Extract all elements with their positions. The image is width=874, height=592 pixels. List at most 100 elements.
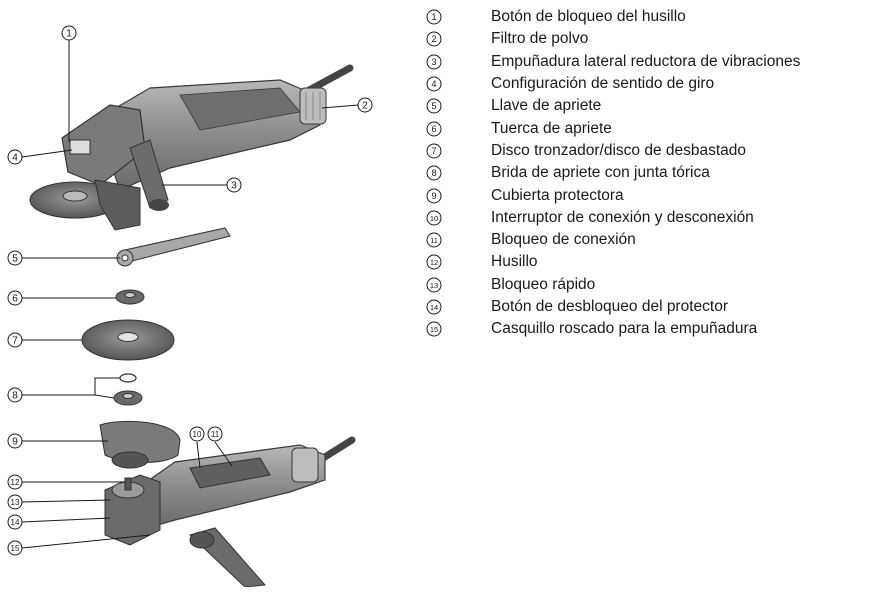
legend-item-15: 15 Casquillo roscado para la empuñadura	[425, 318, 870, 340]
legend-label: Disco tronzador/disco de desbastado	[491, 141, 747, 159]
legend-number-badge: 5	[425, 97, 443, 115]
callout-1: 1	[61, 25, 77, 41]
svg-text:15: 15	[11, 544, 20, 553]
svg-text:3: 3	[431, 57, 436, 67]
legend-number-badge: 15	[425, 320, 443, 338]
legend-item-13: 13 Bloqueo rápido	[425, 274, 870, 296]
svg-text:5: 5	[431, 102, 436, 112]
legend-item-1: 1 Botón de bloqueo del husillo	[425, 6, 870, 28]
spanner-part	[116, 227, 231, 267]
svg-text:2: 2	[431, 35, 436, 45]
svg-text:12: 12	[430, 259, 438, 268]
callout-10: 10	[189, 426, 205, 442]
svg-text:9: 9	[431, 191, 436, 201]
legend-number-badge: 13	[425, 276, 443, 294]
legend-label: Interruptor de conexión y desconexión	[491, 208, 754, 226]
callout-5: 5	[7, 250, 23, 266]
callout-15: 15	[7, 540, 23, 556]
legend-number-badge: 7	[425, 142, 443, 160]
svg-text:5: 5	[12, 254, 18, 265]
legend-number-badge: 2	[425, 30, 443, 48]
svg-text:9: 9	[12, 437, 18, 448]
legend-label: Casquillo roscado para la empuñadura	[491, 320, 758, 338]
grinding-disc-part	[81, 319, 175, 361]
legend-item-2: 2 Filtro de polvo	[425, 28, 870, 50]
leader-lines	[21, 40, 359, 549]
legend-item-10: 10 Interruptor de conexión y desconexión	[425, 207, 870, 229]
svg-text:13: 13	[430, 281, 438, 290]
protective-guard-part	[99, 420, 181, 469]
svg-text:10: 10	[430, 214, 438, 223]
legend-label: Bloqueo de conexión	[491, 231, 636, 249]
legend-item-3: 3 Empuñadura lateral reductora de vibrac…	[425, 51, 870, 73]
svg-text:4: 4	[12, 153, 18, 164]
legend-label: Empuñadura lateral reductora de vibracio…	[491, 52, 801, 70]
legend-item-14: 14 Botón de desbloqueo del protector	[425, 296, 870, 318]
svg-text:3: 3	[231, 181, 237, 192]
svg-text:8: 8	[12, 391, 18, 402]
angle-grinder-bottom	[104, 436, 356, 588]
legend-item-9: 9 Cubierta protectora	[425, 184, 870, 206]
legend-number-badge: 4	[425, 75, 443, 93]
angle-grinder-top	[29, 64, 354, 231]
legend-number-badge: 1	[425, 8, 443, 26]
legend-number-badge: 6	[425, 120, 443, 138]
legend-number-badge: 11	[425, 231, 443, 249]
clamping-nut-part	[115, 289, 145, 305]
callout-3: 3	[226, 177, 242, 193]
svg-text:8: 8	[431, 168, 436, 178]
svg-text:7: 7	[12, 336, 18, 347]
svg-text:15: 15	[430, 325, 438, 334]
legend-label: Filtro de polvo	[491, 30, 589, 48]
parts-legend: 1 Botón de bloqueo del husillo 2 Filtro …	[425, 6, 870, 340]
legend-label: Botón de desbloqueo del protector	[491, 298, 728, 315]
legend-label: Cubierta protectora	[491, 186, 624, 204]
legend-item-11: 11 Bloqueo de conexión	[425, 229, 870, 251]
legend-number-badge: 9	[425, 187, 443, 205]
legend-item-5: 5 Llave de apriete	[425, 95, 870, 117]
callout-6: 6	[7, 290, 23, 306]
svg-text:6: 6	[431, 124, 436, 134]
callout-9: 9	[7, 433, 23, 449]
legend-item-7: 7 Disco tronzador/disco de desbastado	[425, 140, 870, 162]
legend-label: Llave de apriete	[491, 97, 602, 115]
callout-13: 13	[7, 494, 23, 510]
svg-text:12: 12	[11, 478, 20, 487]
callout-8: 8	[7, 387, 23, 403]
svg-text:6: 6	[12, 294, 18, 305]
legend-number-badge: 12	[425, 253, 443, 271]
svg-text:11: 11	[211, 430, 220, 439]
legend-label: Tuerca de apriete	[491, 119, 612, 137]
svg-text:14: 14	[11, 518, 20, 527]
svg-text:14: 14	[430, 303, 438, 312]
svg-text:11: 11	[430, 236, 438, 245]
callout-4: 4	[7, 149, 23, 165]
exploded-tool-illustration: 1 2 3 4 5 6 7 8 9 10 11 12 13 14 15	[0, 0, 400, 588]
legend-label: Brida de apriete con junta tórica	[491, 164, 710, 182]
svg-text:10: 10	[193, 430, 202, 439]
svg-text:13: 13	[11, 498, 20, 507]
callout-2: 2	[357, 97, 373, 113]
callout-7: 7	[7, 332, 23, 348]
callout-11: 11	[207, 426, 223, 442]
legend-number-badge: 14	[425, 298, 443, 316]
callout-12: 12	[7, 474, 23, 490]
legend-item-8: 8 Brida de apriete con junta tórica	[425, 162, 870, 184]
legend-number-badge: 8	[425, 164, 443, 182]
callout-14: 14	[7, 514, 23, 530]
svg-text:2: 2	[362, 101, 368, 112]
legend-number-badge: 10	[425, 209, 443, 227]
legend-label: Husillo	[491, 253, 538, 271]
legend-number-badge: 3	[425, 53, 443, 71]
svg-text:7: 7	[431, 146, 436, 156]
svg-text:4: 4	[431, 79, 436, 89]
legend-label: Bloqueo rápido	[491, 275, 596, 293]
legend-item-12: 12 Husillo	[425, 251, 870, 273]
legend-label: Botón de bloqueo del husillo	[491, 8, 686, 26]
legend-item-4: 4 Configuración de sentido de giro	[425, 73, 870, 95]
flange-oring-part	[113, 373, 143, 406]
svg-text:1: 1	[66, 29, 72, 40]
legend-label: Configuración de sentido de giro	[491, 75, 715, 93]
svg-text:1: 1	[431, 12, 436, 22]
legend-item-6: 6 Tuerca de apriete	[425, 117, 870, 139]
